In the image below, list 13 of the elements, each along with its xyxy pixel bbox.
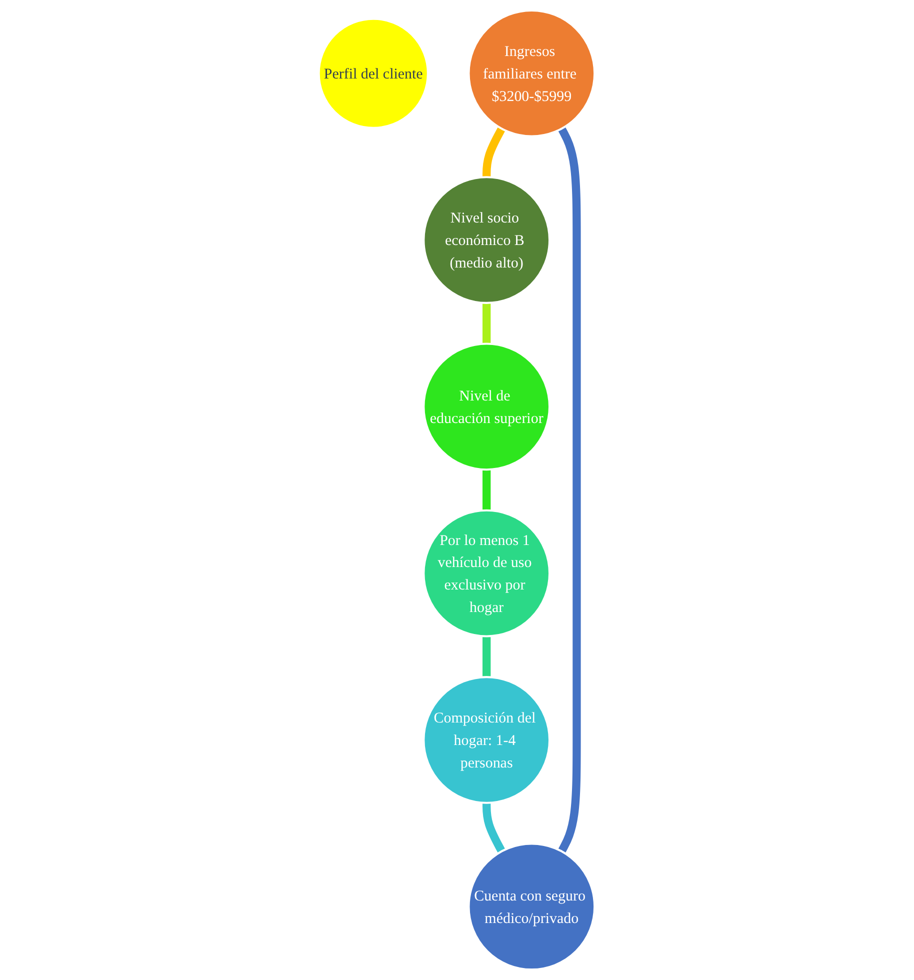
node-circle: Cuenta con seguro médico/privado <box>468 842 596 971</box>
node-circle: Perfil del cliente <box>318 18 430 129</box>
connector <box>482 126 506 178</box>
node-circle: Por lo menos 1 vehículo de uso exclusivo por hogar <box>422 509 551 638</box>
connector <box>482 802 506 854</box>
node-circle: Composición del hogar: 1-4 personas <box>422 676 551 804</box>
connector <box>482 468 491 512</box>
node-circle: Nivel de educación superior <box>422 342 551 471</box>
connector <box>558 126 582 854</box>
connector <box>482 302 491 344</box>
node-circle: Nivel socio económico B (medio alto) <box>422 176 551 304</box>
connector <box>482 636 491 678</box>
node-circle: Ingresos familiares entre $3200-$5999 <box>468 9 596 138</box>
